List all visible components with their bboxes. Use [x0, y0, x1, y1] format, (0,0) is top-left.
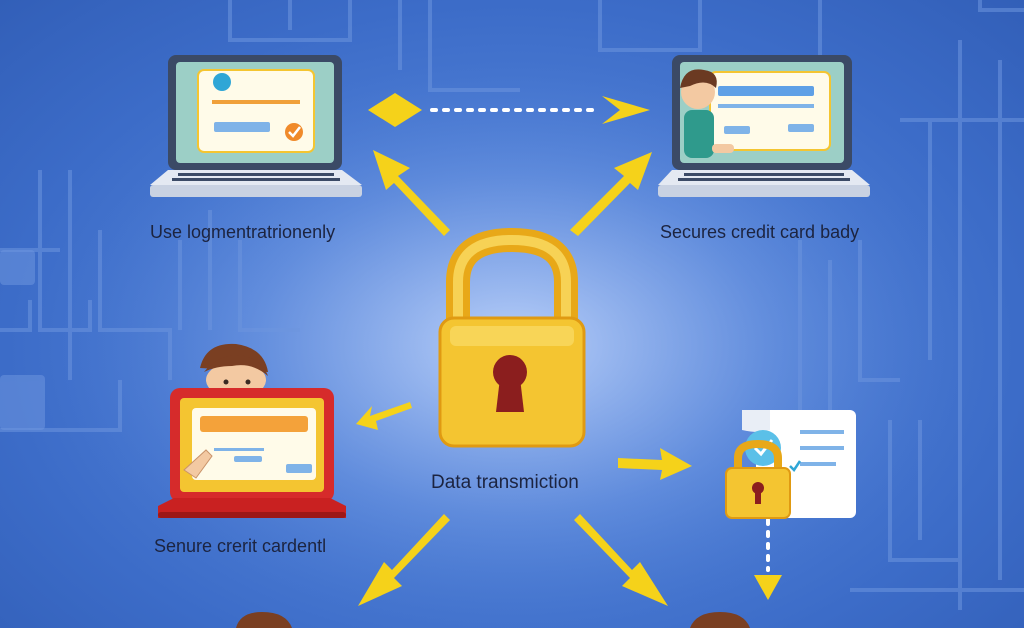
- label-bottom-left: Senure crerit cardentl: [154, 536, 327, 556]
- label-top-right: Secures credit card bady: [660, 222, 860, 242]
- laptop-bottom-left: [158, 343, 346, 518]
- check-icon: [285, 123, 303, 141]
- bottom-people: [236, 612, 750, 628]
- padlock-icon: [438, 227, 586, 448]
- flow-arrows: [356, 150, 692, 606]
- person-top-right: [680, 69, 734, 158]
- document-down-arrow: [754, 518, 782, 600]
- label-top-left: Use logmentratrionenly: [150, 222, 336, 242]
- info-icon: [213, 73, 231, 91]
- laptop-top-left: [150, 55, 362, 197]
- laptop-top-right: [658, 55, 870, 197]
- secure-document-icon: [725, 410, 856, 519]
- label-center: Data transmiction: [431, 472, 579, 493]
- top-connection: [368, 93, 650, 127]
